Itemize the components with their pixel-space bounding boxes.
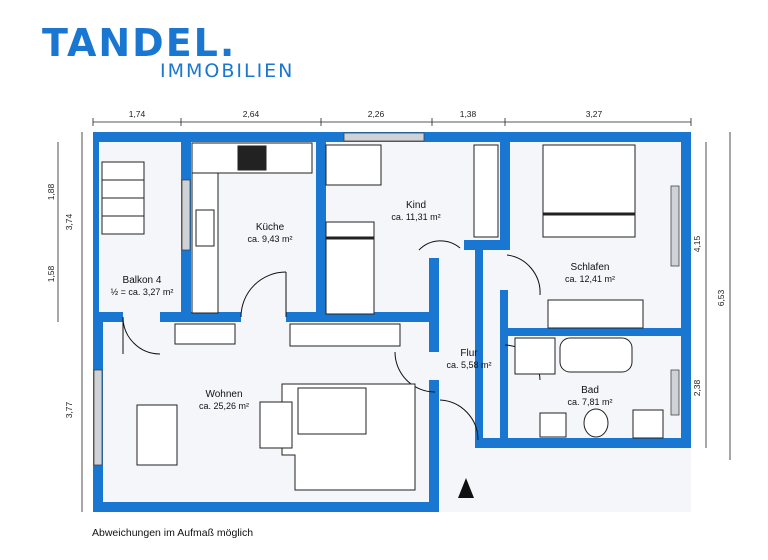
window-kueche [181,179,191,251]
window-bad [670,369,680,416]
dim-top-4: 3,27 [586,109,603,119]
dim-left-3: 3,77 [64,401,74,418]
double-bed [542,144,636,238]
room-area-schlafen: ca. 12,41 m² [565,274,615,284]
sink-icon [195,209,215,247]
dim-right-1: 2,38 [692,379,702,396]
footer-note: Abweichungen im Aufmaß möglich [92,527,254,539]
room-labels: Küche ca. 9,43 m² Kind ca. 11,31 m² Schl… [111,200,615,411]
dining-table [136,404,178,466]
dimension-labels: 1,74 2,64 2,26 1,38 3,27 1,88 1,58 3,74 … [46,109,726,418]
shelf [174,323,236,345]
brand-logo: TANDEL. [42,26,236,60]
door-swings [122,240,541,441]
brand-subtitle: IMMOBILIEN [160,60,295,82]
dim-top-0: 1,74 [129,109,146,119]
brand-name: TANDEL. [42,26,236,60]
dim-top-2: 2,26 [368,109,385,119]
dim-right-0: 4,15 [692,235,702,252]
window-schlafen [670,185,680,267]
dim-right-2: 6,53 [716,289,726,306]
north-arrow-icon [458,478,474,498]
dim-left-2: 3,74 [64,213,74,230]
kind-desk [325,144,382,186]
room-name-wohnen: Wohnen [205,389,242,400]
room-name-kind: Kind [406,200,426,211]
kind-wardrobe [473,144,499,238]
room-area-kueche: ca. 9,43 m² [247,234,292,244]
room-name-schlafen: Schlafen [571,262,610,273]
window-kind [343,132,425,142]
schlafen-wardrobe [547,299,644,329]
kind-bed [325,221,375,315]
dim-top-1: 2,64 [243,109,260,119]
stove-icon [237,145,267,171]
toilet [583,408,609,438]
room-name-kueche: Küche [256,222,285,233]
room-area-bad: ca. 7,81 m² [567,397,612,407]
room-area-balkon: ½ = ca. 3,27 m² [111,287,174,297]
room-area-wohnen: ca. 25,26 m² [199,401,249,411]
windows [93,132,680,466]
armchair [259,401,293,449]
washing-machine [632,409,664,439]
washbasin [539,412,567,438]
dim-left-1: 1,58 [46,265,56,282]
dim-left-0: 1,88 [46,183,56,200]
furniture [101,142,664,491]
tv-bench [289,323,401,347]
coffee-table [297,387,367,435]
shower [514,337,556,375]
room-name-bad: Bad [581,385,599,396]
bathtub [559,337,633,373]
dimension-lines [57,118,731,512]
room-name-flur: Flur [460,348,478,359]
room-area-flur: ca. 5,58 m² [446,360,491,370]
room-area-kind: ca. 11,31 m² [391,212,440,222]
window-wohnen [93,369,103,466]
dim-top-3: 1,38 [460,109,477,119]
room-name-balkon: Balkon 4 [123,275,162,286]
